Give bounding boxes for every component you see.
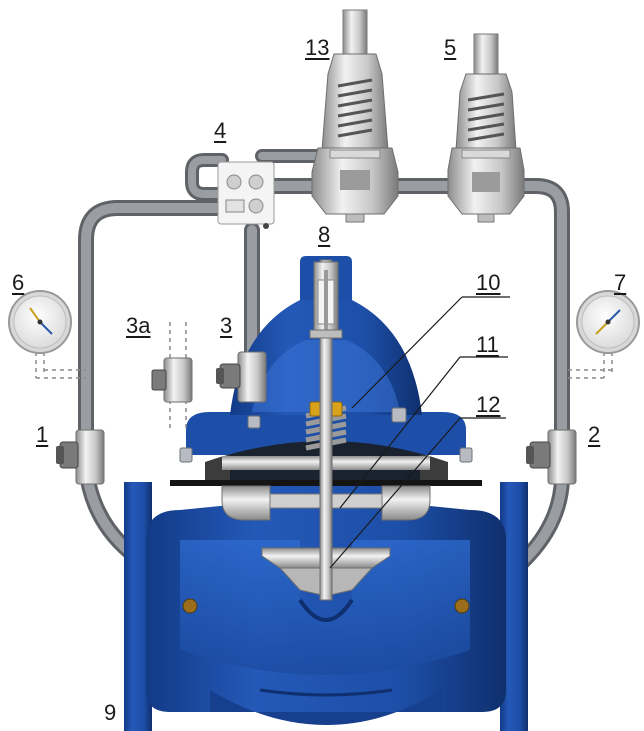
label-7: 7 xyxy=(614,270,627,295)
label-5: 5 xyxy=(444,35,457,60)
pressure-gauge-7 xyxy=(568,290,640,379)
label-3a: 3a xyxy=(126,313,151,338)
label-13: 13 xyxy=(305,35,330,60)
label-6: 6 xyxy=(12,270,25,295)
pilot-valve-5 xyxy=(447,33,525,223)
optional-valve-3a xyxy=(151,322,193,428)
label-8: 8 xyxy=(318,222,331,247)
label-12: 12 xyxy=(476,392,501,417)
ball-valve-3 xyxy=(216,351,267,403)
label-9: 9 xyxy=(104,700,117,725)
pilot-valve-13 xyxy=(311,9,399,223)
filter-block-4 xyxy=(217,161,275,229)
label-11: 11 xyxy=(476,332,499,357)
label-2: 2 xyxy=(588,422,601,447)
label-1: 1 xyxy=(36,422,49,447)
leader-lines xyxy=(329,296,510,569)
label-10: 10 xyxy=(476,270,501,295)
label-4: 4 xyxy=(214,118,227,143)
tubing xyxy=(78,149,570,616)
position-indicator xyxy=(309,261,343,339)
label-3: 3 xyxy=(220,313,233,338)
ball-valve-1 xyxy=(56,429,105,485)
diaphragm-assembly xyxy=(170,259,482,601)
pressure-gauge-6 xyxy=(8,290,86,379)
ball-valve-2 xyxy=(526,429,577,485)
